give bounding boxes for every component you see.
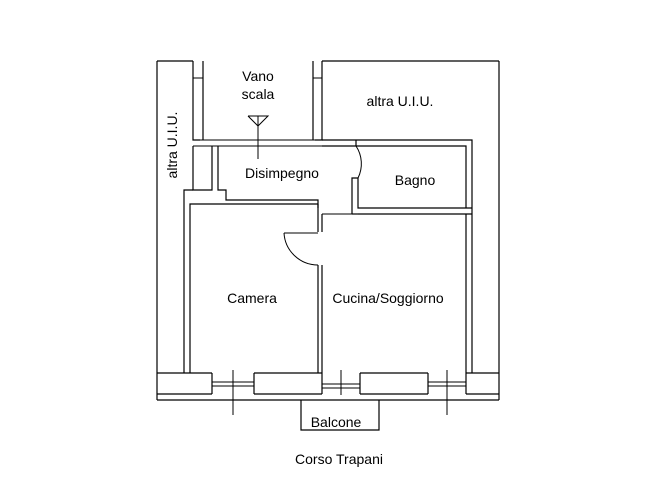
label-camera: Camera xyxy=(227,290,277,306)
bedroom-door-icon xyxy=(283,232,319,266)
label-altra-left: altra U.I.U. xyxy=(164,112,180,179)
window-left-icon xyxy=(212,370,254,415)
window-right-icon xyxy=(428,370,466,415)
bathroom-door-icon xyxy=(355,145,388,179)
outer-boundary xyxy=(156,60,500,400)
balcony-outline xyxy=(300,400,380,431)
bedroom-walls xyxy=(183,189,323,373)
label-disimpegno: Disimpegno xyxy=(245,165,319,181)
facade-wall xyxy=(157,372,499,401)
label-altra-right: altra U.I.U. xyxy=(367,93,434,109)
label-cucina: Cucina/Soggiorno xyxy=(332,290,444,306)
stair-arrow-icon xyxy=(247,115,270,159)
label-street: Corso Trapani xyxy=(295,451,383,467)
label-vano-line1: Vano xyxy=(242,68,274,84)
label-balcone: Balcone xyxy=(311,414,362,430)
label-vano-line2: scala xyxy=(242,86,275,102)
kitchen-walls xyxy=(465,214,473,373)
window-balcony-icon xyxy=(322,370,360,395)
label-bagno: Bagno xyxy=(395,172,436,188)
